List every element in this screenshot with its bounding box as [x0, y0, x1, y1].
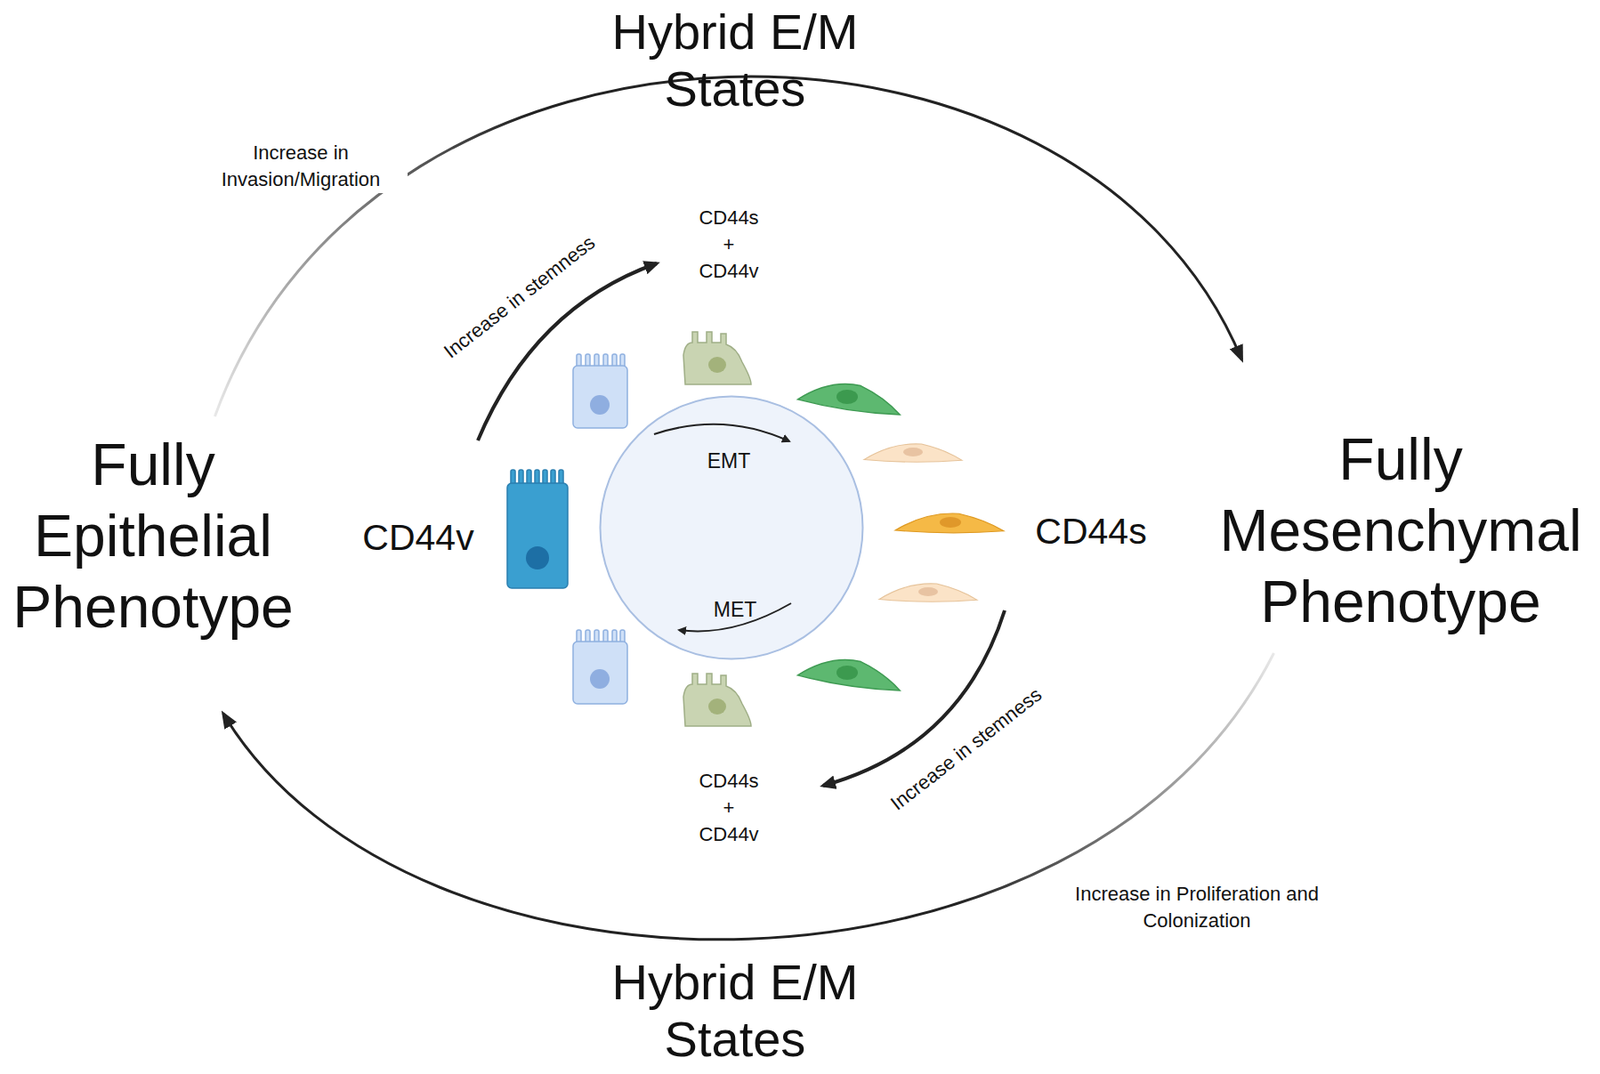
stemness-arrow — [477, 263, 657, 441]
phenotype-label: Fully Mesenchymal Phenotype — [1219, 423, 1582, 638]
emt-met-circle: EMT MET — [598, 395, 865, 661]
intermediate-cell — [683, 673, 752, 727]
stemness-label: Increase in stemness — [886, 683, 1047, 816]
epithelial-cell — [507, 469, 568, 589]
hybrid-state-label: Hybrid E/M States — [548, 953, 922, 1068]
mesenchymal-cell — [879, 583, 978, 602]
mesenchymal-cell — [864, 444, 962, 462]
stemness-label: Increase in stemness — [439, 231, 600, 364]
phenotype-text: Fully Mesenchymal Phenotype — [1219, 423, 1582, 638]
process-label: MET — [713, 597, 758, 623]
transitioning-cell — [797, 653, 904, 694]
transitioning-cell — [797, 377, 904, 418]
transition-arc — [214, 76, 1242, 417]
note-label: Increase in Invasion/Migration — [193, 139, 408, 194]
phenotype-label: Fully Epithelial Phenotype — [12, 428, 294, 643]
epithelial-cell — [573, 354, 628, 429]
hybrid-state-label: Hybrid E/M States — [548, 3, 922, 118]
epithelial-cell — [573, 630, 628, 704]
mesenchymal-cell — [895, 513, 1004, 534]
cd44-label: CD44s + CD44v — [698, 204, 759, 285]
cd44-label: CD44s — [1034, 509, 1147, 553]
note-label: Increase in Proliferation and Colonizati… — [1035, 880, 1359, 935]
stemness-arrow — [823, 610, 1005, 786]
cd44-label: CD44v — [362, 516, 474, 559]
intermediate-cell — [683, 331, 752, 385]
cd44-label: CD44s + CD44v — [698, 767, 759, 849]
process-label: EMT — [707, 448, 752, 474]
phenotype-text: Fully Epithelial Phenotype — [12, 428, 294, 643]
